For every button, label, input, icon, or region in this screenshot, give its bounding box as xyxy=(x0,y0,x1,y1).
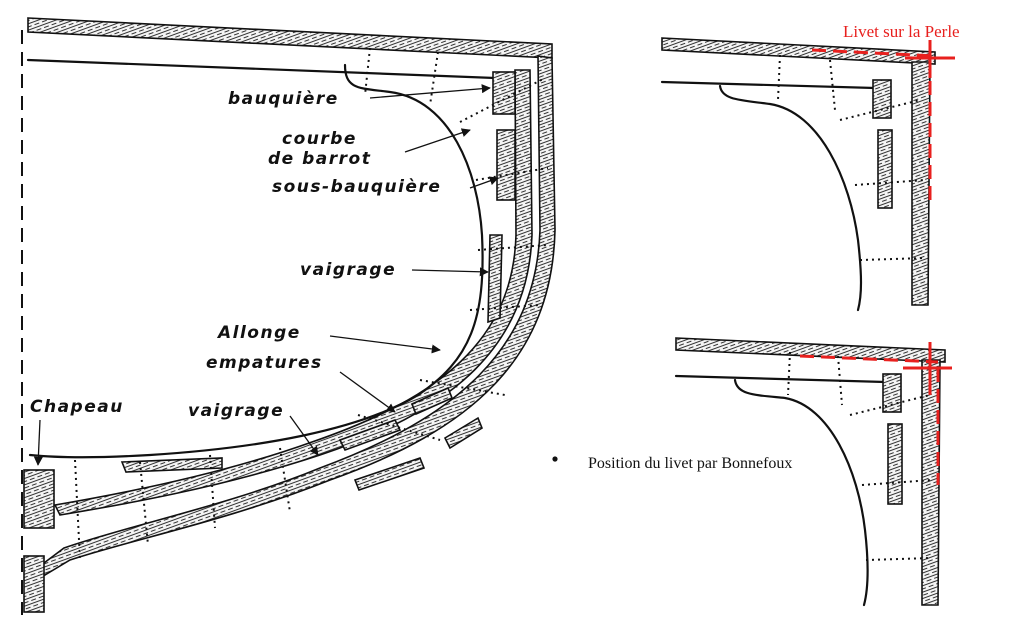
label-courbe-line2: de barrot xyxy=(268,149,371,169)
clamp-block xyxy=(492,71,516,115)
label-vaigrage-upper: vaigrage xyxy=(300,260,396,280)
leader-arrows xyxy=(33,84,499,466)
floor-plank-3 xyxy=(410,386,454,416)
label-sous-bauquiere: sous-bauquière xyxy=(272,177,441,197)
label-vaigrage-lower: vaigrage xyxy=(188,401,284,421)
detail-top: Livet sur la Perle xyxy=(660,22,960,312)
detail-bottom: Position du livet par Bonnefoux xyxy=(552,337,952,607)
deck-plank xyxy=(27,17,553,59)
floor-plank-2 xyxy=(338,419,402,451)
caption-bottom: Position du livet par Bonnefoux xyxy=(588,455,792,472)
label-courbe-line1: courbe xyxy=(282,129,357,149)
main-section: bauquière courbe de barrot sous-bauquièr… xyxy=(21,17,556,615)
hanging-knee xyxy=(28,63,484,459)
shelf-block xyxy=(496,129,516,201)
label-empatures: empatures xyxy=(206,353,323,373)
floor-plank-5 xyxy=(443,416,483,450)
floor-plank-1 xyxy=(120,457,223,473)
label-chapeau: Chapeau xyxy=(30,397,124,417)
caption-top: Livet sur la Perle xyxy=(843,22,960,41)
label-bauquiere: bauquière xyxy=(228,89,339,109)
bullet-dot xyxy=(552,456,558,462)
floor-plank-4 xyxy=(353,456,426,492)
deck-beam-line xyxy=(26,58,497,80)
fastening-lines xyxy=(74,47,549,561)
label-allonge: Allonge xyxy=(216,323,301,343)
keel-lower xyxy=(23,555,45,613)
keelson-chapeau xyxy=(23,469,55,529)
ceiling-plank xyxy=(487,234,503,324)
